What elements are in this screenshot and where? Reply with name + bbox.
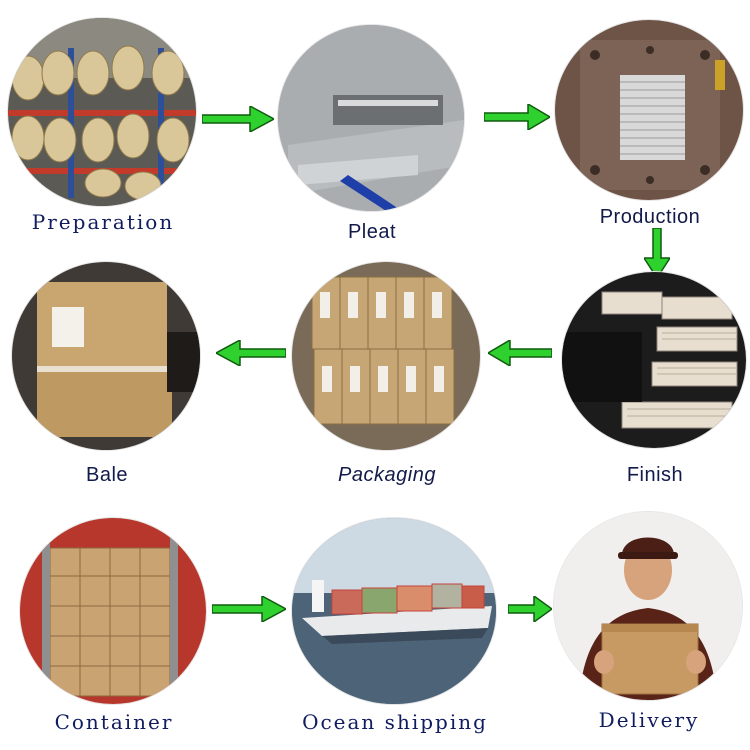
right-arrow-icon xyxy=(508,596,552,622)
packaging-photo xyxy=(292,262,480,450)
container-photo xyxy=(20,518,206,704)
step-delivery: Delivery xyxy=(554,512,744,748)
step-pleat: Pleat xyxy=(278,25,466,249)
label-delivery: Delivery xyxy=(598,708,700,732)
step-packaging: Packaging xyxy=(292,262,482,490)
step-finish: Finish xyxy=(562,272,748,490)
label-container: Container xyxy=(54,710,174,734)
right-arrow-icon xyxy=(202,106,274,132)
step-container: Container xyxy=(20,518,208,748)
down-arrow-icon xyxy=(644,228,670,278)
label-packaging: Packaging xyxy=(338,464,436,486)
label-ocean-shipping: Ocean shipping xyxy=(302,710,488,734)
right-arrow-icon xyxy=(484,104,550,130)
production-photo xyxy=(555,20,743,200)
right-arrow-icon xyxy=(212,596,286,622)
step-production: Production xyxy=(555,20,745,232)
left-arrow-icon xyxy=(488,340,552,366)
pleat-photo xyxy=(278,25,464,211)
step-bale: Bale xyxy=(12,262,202,490)
label-pleat: Pleat xyxy=(347,221,397,243)
label-preparation: Preparation xyxy=(31,210,175,234)
preparation-photo xyxy=(8,18,196,206)
ocean-shipping-photo xyxy=(292,518,496,704)
step-ocean-shipping: Ocean shipping xyxy=(292,518,498,748)
label-finish: Finish xyxy=(626,464,684,486)
delivery-photo xyxy=(554,512,742,700)
finish-photo xyxy=(562,272,746,448)
label-production: Production xyxy=(599,206,701,228)
bale-photo xyxy=(12,262,200,450)
step-preparation: Preparation xyxy=(8,18,198,238)
label-bale: Bale xyxy=(85,464,129,486)
left-arrow-icon xyxy=(216,340,286,366)
